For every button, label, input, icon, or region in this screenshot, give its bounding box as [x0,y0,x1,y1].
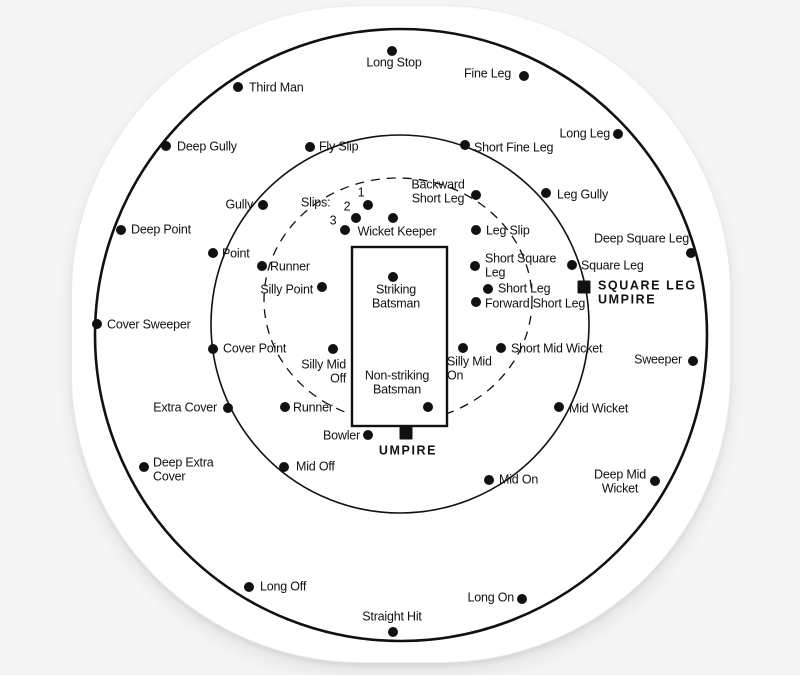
umpire-square-marker [399,426,413,440]
short-leg-label: Short Leg [498,281,551,296]
runner-lower-dot [280,402,290,412]
short-fine-leg-label: Short Fine Leg [474,140,554,155]
fly-slip-label: Fly Slip [319,139,359,154]
square-leg-dot [567,260,577,270]
short-fine-leg-dot [460,140,470,150]
forward-short-leg-dot [471,297,481,307]
non-striking-batsman-dot [423,402,433,412]
mid-on-label: Mid On [499,472,539,487]
bowler-dot [363,430,373,440]
third-slip-dot [340,225,350,235]
square-leg-umpire-square-marker [577,280,591,294]
sweeper-dot [688,356,698,366]
mid-on-dot [484,475,494,485]
deep-mid-wicket-label: Deep Mid Wicket [594,467,646,496]
pitch-rectangle [350,245,449,428]
close-catching-dashed-ring [263,177,533,423]
boundary-circle [93,27,709,643]
long-stop-dot [387,46,397,56]
cover-sweeper-dot [92,319,102,329]
leg-slip-dot [471,225,481,235]
runner-upper-dot [257,261,267,271]
silly-mid-off-dot [328,344,338,354]
short-square-leg-label: Short Square Leg [485,251,557,280]
first-slip-dot [363,200,373,210]
deep-gully-label: Deep Gully [177,139,237,154]
infield-circle [210,134,590,514]
deep-mid-wicket-dot [650,476,660,486]
fine-leg-label: Fine Leg [463,66,511,81]
deep-point-dot [116,225,126,235]
point-dot [208,248,218,258]
short-mid-wicket-label: Short Mid Wicket [511,341,603,356]
long-stop-label: Long Stop [366,55,422,70]
third-man-dot [233,82,243,92]
cover-point-dot [208,344,218,354]
wicket-keeper-dot [388,213,398,223]
straight-hit-dot [388,627,398,637]
deep-point-label: Deep Point [131,222,191,237]
non-striking-batsman-label: Non-striking Batsman [364,368,430,397]
long-off-dot [244,582,254,592]
point-label: Point [222,246,250,261]
long-on-dot [517,594,527,604]
slip-number-1-label: 1 [357,185,365,200]
second-slip-dot [351,213,361,223]
backward-short-leg-label: Backward Short Leg [411,177,465,206]
slip-number-2-label: 2 [343,199,351,214]
bowler-label: Bowler [322,428,360,443]
deep-extra-cover-dot [139,462,149,472]
runner-lower-label: Runner [293,400,333,415]
leg-gully-dot [541,188,551,198]
short-leg-dot [483,284,493,294]
mid-off-label: Mid Off [296,459,335,474]
extra-cover-dot [223,403,233,413]
gully-label: Gully [225,197,254,212]
fine-leg-dot [519,71,529,81]
long-leg-label: Long Leg [559,126,610,141]
cover-point-label: Cover Point [223,341,287,356]
square-leg-umpire-label: SQUARE LEG UMPIRE [598,278,697,307]
long-leg-dot [613,129,623,139]
forward-short-leg-label: Forward Short Leg [485,296,586,311]
silly-mid-off-label: Silly Mid Off [301,357,346,386]
silly-mid-on-dot [458,343,468,353]
leg-slip-label: Leg Slip [486,223,530,238]
deep-gully-dot [161,141,171,151]
silly-point-dot [317,282,327,292]
deep-square-leg-label: Deep Square Leg [594,231,689,246]
mid-wicket-label: Mid Wicket [569,401,629,416]
short-mid-wicket-dot [496,343,506,353]
mid-off-dot [279,462,289,472]
sweeper-label: Sweeper [634,352,682,367]
striking-batsman-label: Striking Batsman [372,282,420,311]
slip-number-3-label: 3 [329,213,337,228]
backward-short-leg-dot [471,190,481,200]
fly-slip-dot [305,142,315,152]
long-off-label: Long Off [260,579,307,594]
wicket-keeper-label: Wicket Keeper [357,224,437,239]
gully-dot [258,200,268,210]
straight-hit-label: Straight Hit [362,609,422,624]
leg-gully-label: Leg Gully [557,187,609,202]
deep-square-leg-dot [686,248,696,258]
short-square-leg-dot [470,261,480,271]
silly-mid-on-label: Silly Mid On [447,354,492,383]
cover-sweeper-label: Cover Sweeper [107,317,191,332]
mid-wicket-dot [554,402,564,412]
runner-upper-label: Runner [270,259,310,274]
square-leg-label: Square Leg [581,258,644,273]
long-on-label: Long On [467,590,514,605]
third-man-label: Third Man [249,80,304,95]
slips-caption-label: Slips: [301,195,331,210]
deep-extra-cover-label: Deep Extra Cover [153,455,214,484]
striking-batsman-dot [388,272,398,282]
silly-point-label: Silly Point [260,282,313,297]
umpire-label: UMPIRE [378,443,438,458]
extra-cover-label: Extra Cover [153,400,217,415]
